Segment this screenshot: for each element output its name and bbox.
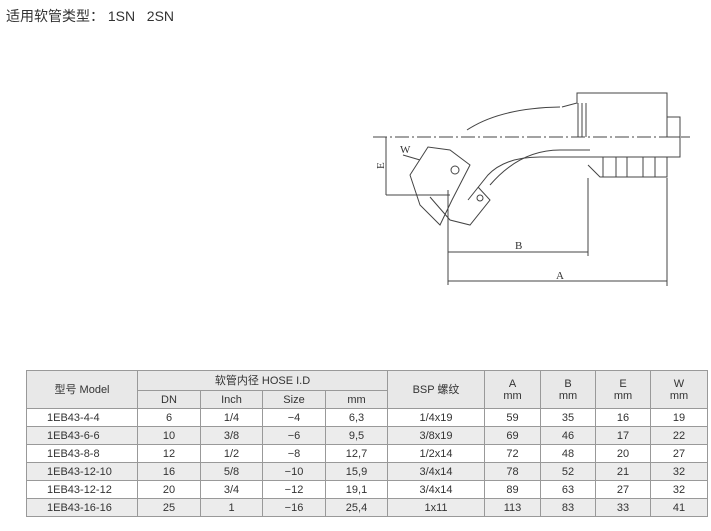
hose-type-title: 适用软管类型： 1SN 2SN <box>6 6 174 26</box>
dim-label-w: W <box>400 144 411 156</box>
cell-e: 27 <box>595 480 651 499</box>
cell-dn: 12 <box>137 444 201 463</box>
cell-mm: 19,1 <box>325 480 388 499</box>
cell-inch: 5/8 <box>200 462 263 481</box>
cell-inch: 3/4 <box>200 480 263 499</box>
cell-e: 20 <box>595 444 651 463</box>
cell-size: −6 <box>262 426 326 445</box>
cell-model: 1EB43-12-10 <box>26 462 138 481</box>
header-model: 型号 Model <box>26 370 138 409</box>
cell-size: −10 <box>262 462 326 481</box>
cell-mm: 12,7 <box>325 444 388 463</box>
cell-b: 48 <box>540 444 596 463</box>
cell-b: 83 <box>540 498 596 517</box>
cell-model: 1EB43-4-4 <box>26 408 138 427</box>
header-mm: mm <box>325 390 388 409</box>
cell-w: 27 <box>650 444 708 463</box>
header-bsp: BSP 螺纹 <box>387 370 485 409</box>
cell-model: 1EB43-8-8 <box>26 444 138 463</box>
cell-dn: 6 <box>137 408 201 427</box>
cell-bsp: 1/2x14 <box>387 444 485 463</box>
hose-types: 1SN 2SN <box>107 8 175 24</box>
dim-label-b: B <box>515 240 522 252</box>
cell-a: 72 <box>484 444 541 463</box>
cell-a: 89 <box>484 480 541 499</box>
cell-bsp: 3/4x14 <box>387 480 485 499</box>
cell-e: 33 <box>595 498 651 517</box>
cell-model: 1EB43-16-16 <box>26 498 138 517</box>
cell-b: 63 <box>540 480 596 499</box>
cell-e: 21 <box>595 462 651 481</box>
header-hose-id: 软管内径 HOSE I.D <box>137 370 388 391</box>
cell-mm: 9,5 <box>325 426 388 445</box>
socket-shell <box>561 92 681 178</box>
cell-size: −16 <box>262 498 326 517</box>
cell-inch: 1/2 <box>200 444 263 463</box>
cell-model: 1EB43-12-12 <box>26 480 138 499</box>
cell-dn: 25 <box>137 498 201 517</box>
cell-size: −12 <box>262 480 326 499</box>
swivel-nut <box>409 146 491 226</box>
cell-mm: 25,4 <box>325 498 388 517</box>
dim-label-a: A <box>556 270 564 282</box>
cell-dn: 10 <box>137 426 201 445</box>
cell-size: −8 <box>262 444 326 463</box>
cell-mm: 15,9 <box>325 462 388 481</box>
cell-w: 32 <box>650 462 708 481</box>
cell-dn: 20 <box>137 480 201 499</box>
cell-inch: 1 <box>200 498 263 517</box>
dim-label-e: E <box>375 162 387 169</box>
bent-tube <box>466 106 681 201</box>
cell-model: 1EB43-6-6 <box>26 426 138 445</box>
cell-w: 22 <box>650 426 708 445</box>
cell-dn: 16 <box>137 462 201 481</box>
cell-a: 113 <box>484 498 541 517</box>
cell-bsp: 1/4x19 <box>387 408 485 427</box>
header-inch: Inch <box>200 390 263 409</box>
cell-w: 41 <box>650 498 708 517</box>
hose-type-label: 适用软管类型： <box>6 8 104 24</box>
header-size: Size <box>262 390 326 409</box>
cell-e: 16 <box>595 408 651 427</box>
cell-inch: 1/4 <box>200 408 263 427</box>
header-dn: DN <box>137 390 201 409</box>
cell-a: 78 <box>484 462 541 481</box>
cell-size: −4 <box>262 408 326 427</box>
cell-bsp: 3/8x19 <box>387 426 485 445</box>
cell-b: 52 <box>540 462 596 481</box>
cell-mm: 6,3 <box>325 408 388 427</box>
cell-a: 69 <box>484 426 541 445</box>
cell-w: 32 <box>650 480 708 499</box>
cell-bsp: 1x11 <box>387 498 485 517</box>
cell-inch: 3/8 <box>200 426 263 445</box>
cell-b: 46 <box>540 426 596 445</box>
cell-b: 35 <box>540 408 596 427</box>
cell-e: 17 <box>595 426 651 445</box>
cell-w: 19 <box>650 408 708 427</box>
fitting-drawing: E W B A <box>373 92 690 286</box>
dimension-lines <box>385 137 668 286</box>
cell-a: 59 <box>484 408 541 427</box>
cell-bsp: 3/4x14 <box>387 462 485 481</box>
